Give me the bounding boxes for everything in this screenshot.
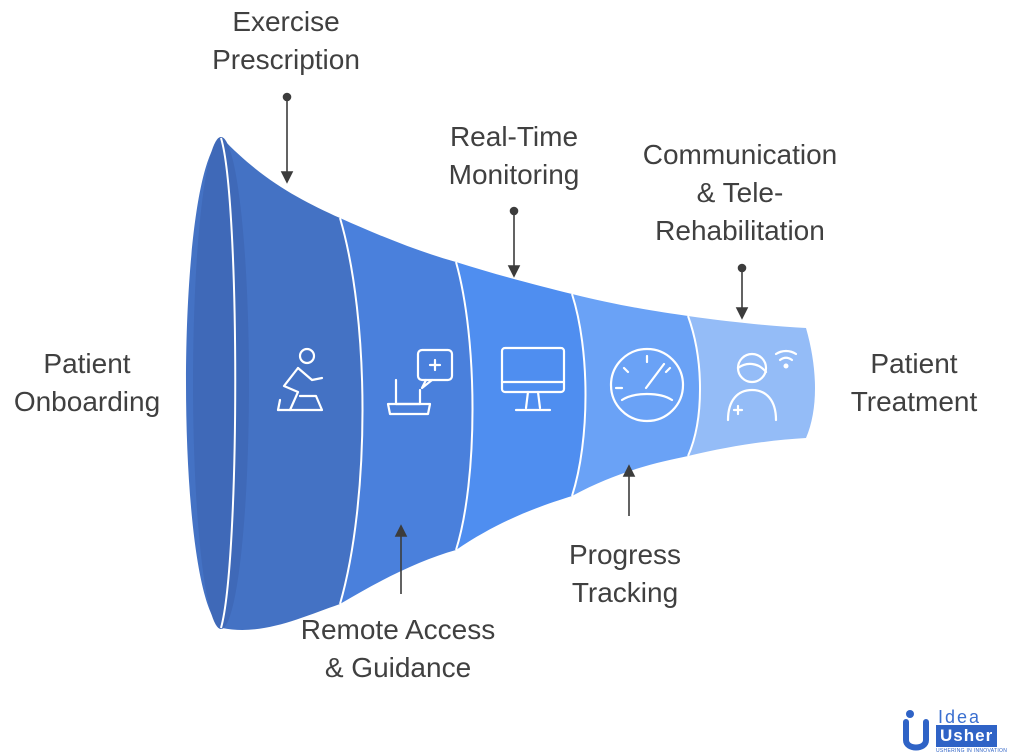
patient-signal-icon bbox=[726, 349, 798, 422]
pointer-stage1 bbox=[280, 92, 294, 184]
segment-communication bbox=[688, 316, 815, 456]
label-remote-access: Remote Access & Guidance bbox=[300, 614, 496, 683]
label-patient-treatment: Patient Treatment bbox=[850, 348, 978, 417]
label-exercise-prescription: Exercise Prescription bbox=[212, 6, 360, 75]
pointer-stage5 bbox=[735, 263, 749, 320]
laptop-medical-icon bbox=[386, 348, 454, 416]
logo-tagline: USHERING IN INNOVATION bbox=[936, 748, 1008, 754]
logo-u-mark-icon bbox=[903, 710, 929, 751]
funnel-mouth bbox=[193, 137, 249, 629]
pointer-stage4 bbox=[622, 464, 636, 516]
label-communication: Communication & Tele- Rehabilitation bbox=[642, 139, 838, 246]
gauge-icon bbox=[609, 347, 685, 423]
label-real-time-monitoring: Real-Time Monitoring bbox=[448, 121, 580, 190]
pointer-stage3 bbox=[507, 206, 521, 278]
segment-real-time-monitoring bbox=[456, 262, 586, 550]
label-progress-tracking: Progress Tracking bbox=[568, 539, 682, 608]
label-patient-onboarding: Patient Onboarding bbox=[13, 348, 161, 417]
monitor-icon bbox=[500, 346, 566, 412]
idea-usher-logo: Idea Usher USHERING IN INNOVATION bbox=[900, 708, 1024, 756]
pointer-stage2 bbox=[394, 524, 408, 594]
exercise-bike-icon bbox=[276, 347, 324, 412]
segment-remote-access bbox=[340, 218, 473, 604]
logo-idea-text: Idea bbox=[938, 707, 982, 727]
logo-usher-text: Usher bbox=[936, 725, 998, 747]
